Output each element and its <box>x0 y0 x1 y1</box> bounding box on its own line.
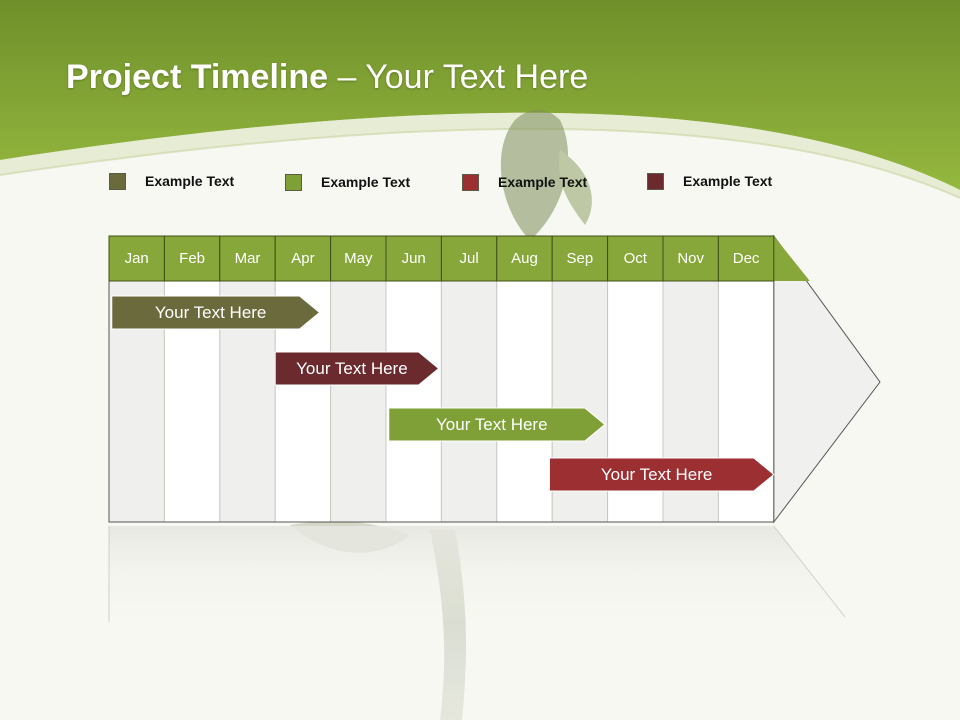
month-header-cell <box>662 235 719 282</box>
month-label: Mar <box>235 250 261 267</box>
month-label: Sep <box>567 250 594 267</box>
legend-swatch <box>462 173 479 191</box>
legend-label: Example Text <box>145 173 235 189</box>
month-label: Apr <box>291 250 314 267</box>
legend-label: Example Text <box>498 174 588 190</box>
timeline-bar-shape <box>388 407 606 442</box>
legend-item-maroon: Example Text <box>647 171 772 191</box>
month-column <box>219 235 276 523</box>
reflection-panel <box>109 526 850 622</box>
reflection-edge <box>773 525 846 618</box>
timeline-bar: Your Text Here <box>274 351 440 386</box>
month-label: Aug <box>511 250 538 267</box>
title-bold: Project Timeline <box>66 58 329 96</box>
month-header-cell <box>274 235 332 282</box>
timeline-grid <box>108 234 881 524</box>
month-label: Jun <box>402 250 426 267</box>
timeline-bar-shape <box>548 457 775 492</box>
header-arrow-cap <box>773 236 810 281</box>
page-title: Project Timeline – Your Text Here <box>66 58 588 97</box>
timeline-bar-shape <box>274 351 440 386</box>
month-label: Feb <box>179 250 205 267</box>
timeline-bar: Your Text Here <box>111 295 321 330</box>
legend-swatch <box>285 173 302 191</box>
legend-item-olive: Example Text <box>109 171 234 191</box>
timeline-bar-shape <box>111 295 321 330</box>
month-label: May <box>344 250 373 267</box>
timeline-bar-label: Your Text Here <box>436 415 548 434</box>
month-header-cell <box>496 235 553 282</box>
legend-swatch <box>647 172 664 190</box>
timeline-bar: Your Text Here <box>388 407 606 442</box>
month-header-cell <box>385 235 442 282</box>
legend-swatch <box>109 172 126 190</box>
month-label: Jul <box>460 250 479 267</box>
month-header-cell <box>219 235 276 282</box>
timeline-bar-label: Your Text Here <box>601 465 713 484</box>
legend-label: Example Text <box>683 173 773 189</box>
month-label: Oct <box>624 250 648 267</box>
month-header-cell <box>330 235 387 282</box>
title-rest: – Your Text Here <box>328 58 589 96</box>
legend-label: Example Text <box>321 174 411 190</box>
month-label: Nov <box>677 250 704 267</box>
month-header: Jan Feb Mar Apr May Jun Jul Aug Sep Oct Nov Dec <box>108 235 810 282</box>
month-header-cell <box>551 235 609 282</box>
month-column <box>108 235 165 523</box>
timeline-bar-label: Your Text Here <box>155 303 267 322</box>
timeline-reflection <box>108 525 850 622</box>
month-label: Jan <box>125 250 149 267</box>
month-column <box>496 235 553 523</box>
timeline-bar-label: Your Text Here <box>296 359 408 378</box>
month-header-cell <box>440 235 498 282</box>
timeline-bar: Your Text Here <box>548 457 775 492</box>
month-label: Dec <box>733 250 760 267</box>
month-header-cell <box>717 235 775 282</box>
month-column <box>440 235 498 523</box>
legend-item-red: Example Text <box>462 172 587 192</box>
legend-item-green: Example Text <box>285 172 410 192</box>
month-header-cell <box>163 235 221 282</box>
